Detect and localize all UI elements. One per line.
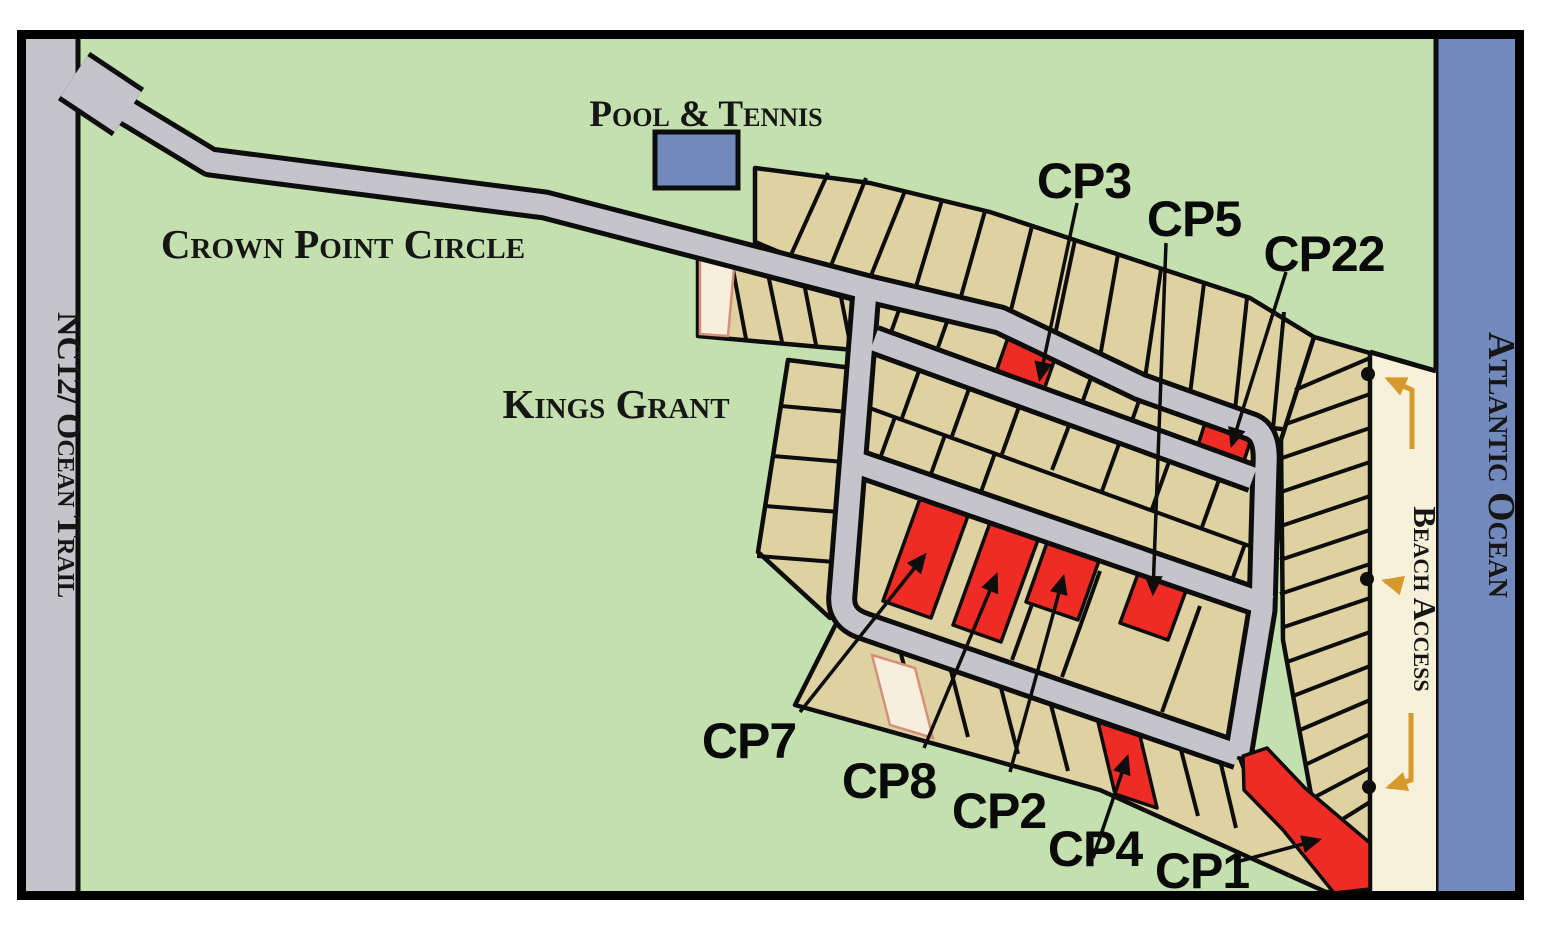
pool-tennis-label: Pool & Tennis — [589, 94, 822, 135]
lot-cp1 — [1241, 746, 1372, 895]
arrow-cp5 — [1144, 242, 1168, 597]
lot-label-cp8: CP8 — [842, 753, 936, 809]
beach-access-label: Beach Access — [1407, 506, 1443, 691]
pool-tennis-area — [652, 129, 741, 191]
lot-label-cp22: CP22 — [1263, 226, 1384, 282]
nc12-road-strip — [26, 39, 81, 892]
arrow-cp2 — [1008, 573, 1068, 773]
beach-access-arrow-3 — [1385, 713, 1414, 792]
lot-label-cp7: CP7 — [702, 713, 796, 769]
map-frame — [17, 30, 1524, 900]
beach-access-dot-3 — [1362, 780, 1376, 794]
arrow-cp1 — [1239, 835, 1323, 863]
kings-grant-label: Kings Grant — [502, 381, 729, 427]
lot-label-cp1: CP1 — [1155, 843, 1249, 899]
arrow-cp22 — [1228, 271, 1288, 449]
arrow-cp4 — [1091, 754, 1131, 859]
callout-arrows — [798, 202, 1323, 863]
atlantic-ocean-strip — [1433, 39, 1515, 892]
arrow-cp8 — [922, 572, 999, 749]
lot-label-cp5: CP5 — [1147, 191, 1241, 247]
arrow-cp3 — [1034, 202, 1079, 383]
roads — [57, 51, 1282, 770]
lot-label-cp2: CP2 — [952, 783, 1046, 839]
beach-access-dot-2 — [1360, 572, 1374, 586]
lot-label-cp3: CP3 — [1037, 153, 1131, 209]
beach-access-strip — [1369, 349, 1437, 892]
crown-point-circle-label: Crown Point Circle — [161, 221, 525, 267]
beach-access-markers — [1360, 367, 1415, 794]
beach-access-arrow-2 — [1381, 575, 1405, 596]
beach-access-dot-1 — [1361, 367, 1375, 381]
nc12-ocean-trail-label: NC12/ Ocean Trail — [50, 312, 87, 598]
arrow-cp7 — [798, 552, 927, 714]
beach-access-arrow-1 — [1384, 376, 1415, 449]
